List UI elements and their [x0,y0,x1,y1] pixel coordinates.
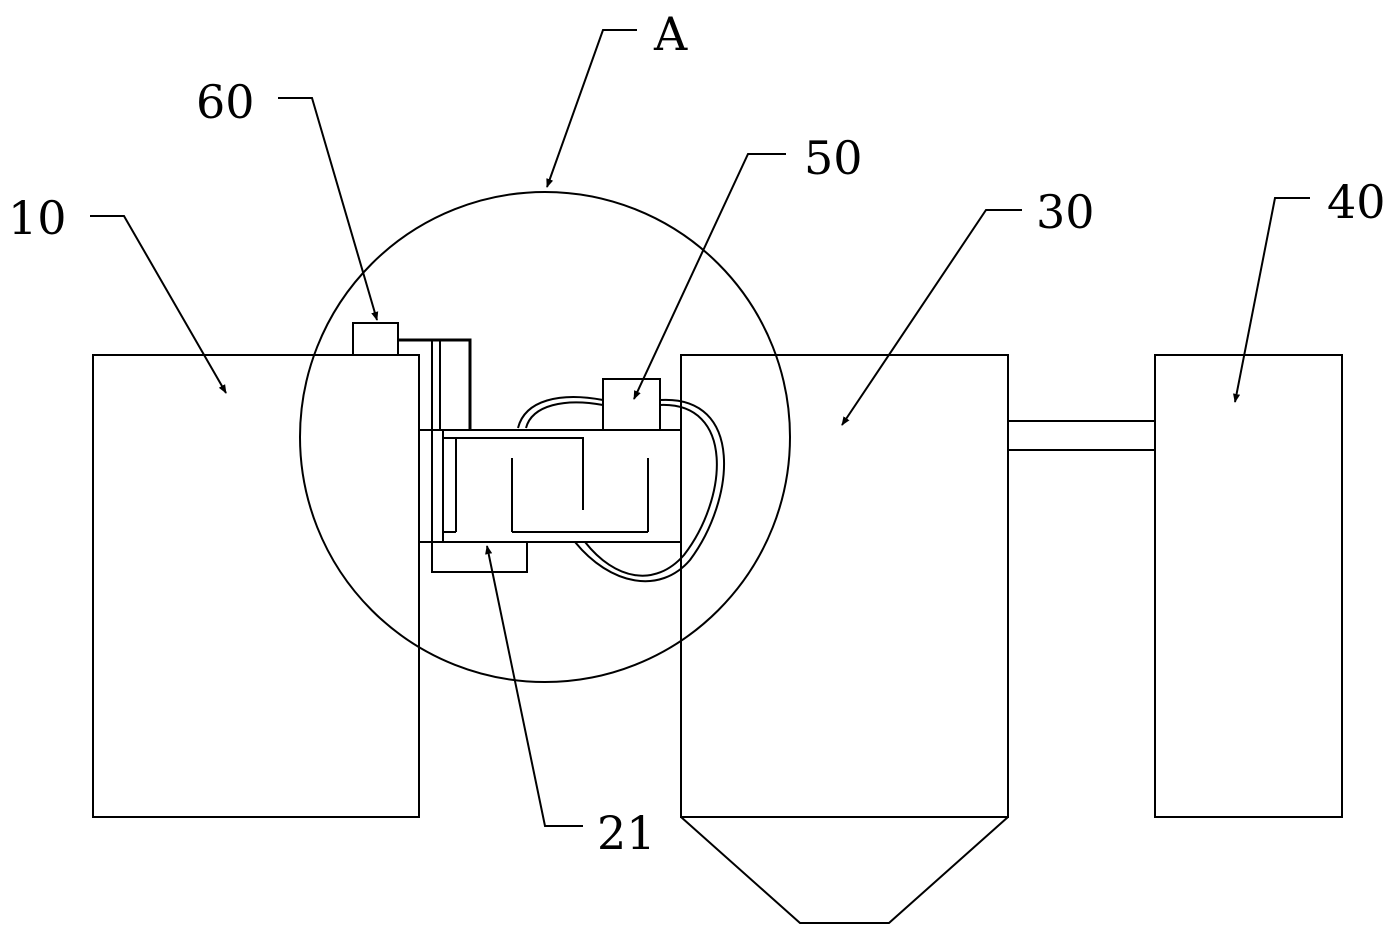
label-30: 30 [1036,185,1095,239]
sensor-60 [352,322,399,356]
leader-a [546,29,637,188]
label-a: A [653,7,688,61]
detail-circle-a [299,191,791,683]
sensor-pipe [398,338,528,573]
label-60: 60 [196,75,255,129]
leader-10 [90,215,227,394]
tank-40 [1154,354,1343,818]
label-21: 21 [597,806,656,860]
leader-lines [90,29,1310,827]
leader-40 [1233,197,1310,403]
filter-21 [442,429,682,543]
leader-50 [633,153,786,400]
actuator-50 [602,378,661,431]
pipe-30-40 [1008,420,1155,451]
cable-loop [517,396,726,583]
label-40: 40 [1327,175,1386,229]
transfer-channel [419,429,681,543]
label-10: 10 [8,191,67,245]
label-50: 50 [804,131,863,185]
leader-30 [841,209,1022,426]
tank-10 [92,354,420,818]
leader-21 [485,545,583,827]
leader-60 [278,97,379,321]
tank-30 [680,354,1009,924]
